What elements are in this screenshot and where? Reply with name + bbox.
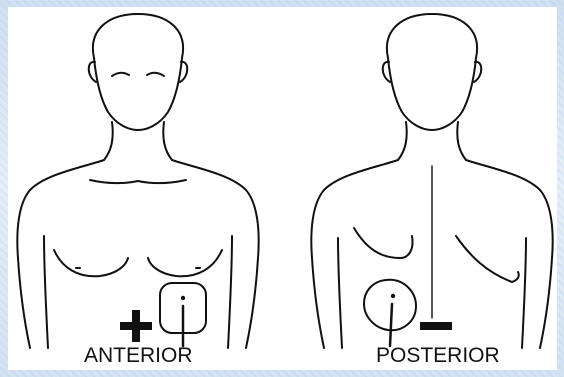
anterior-left-pectoral [54, 250, 128, 276]
anterior-neck-left [104, 122, 113, 160]
anterior-right-inner-arm [228, 236, 232, 348]
minus-bar [420, 322, 452, 330]
anterior-torso [17, 14, 258, 348]
posterior-left-inner-arm [338, 238, 342, 348]
posterior-left-scapula [354, 228, 413, 258]
anterior-electrode-pad-icon [160, 283, 206, 346]
posterior-pad-dot [391, 294, 395, 298]
anterior-head [93, 14, 183, 130]
anterior-left-inner-arm [44, 236, 48, 348]
minus-icon [420, 322, 452, 330]
anterior-clavicle [90, 180, 186, 183]
posterior-head [387, 14, 477, 130]
posterior-label: POSTERIOR [376, 345, 500, 366]
posterior-right-scapula [456, 236, 512, 282]
anterior-left-shoulder [17, 160, 104, 348]
anterior-left-eye [112, 73, 129, 76]
posterior-neck-right [457, 122, 466, 160]
anterior-neck-right [163, 122, 172, 160]
posterior-electrode-pad-icon [364, 280, 416, 346]
anterior-right-pectoral [148, 250, 222, 276]
plus-vertical-bar [132, 310, 140, 342]
posterior-right-inner-arm [522, 238, 526, 348]
posterior-right-scapula-edge [512, 272, 519, 282]
anterior-pad-dot [181, 296, 185, 300]
posterior-right-shoulder [466, 160, 553, 348]
plus-icon [120, 310, 152, 342]
anterior-label: ANTERIOR [84, 345, 193, 366]
posterior-neck-left [398, 122, 407, 160]
anterior-right-eye [147, 73, 164, 76]
posterior-torso [311, 14, 552, 348]
